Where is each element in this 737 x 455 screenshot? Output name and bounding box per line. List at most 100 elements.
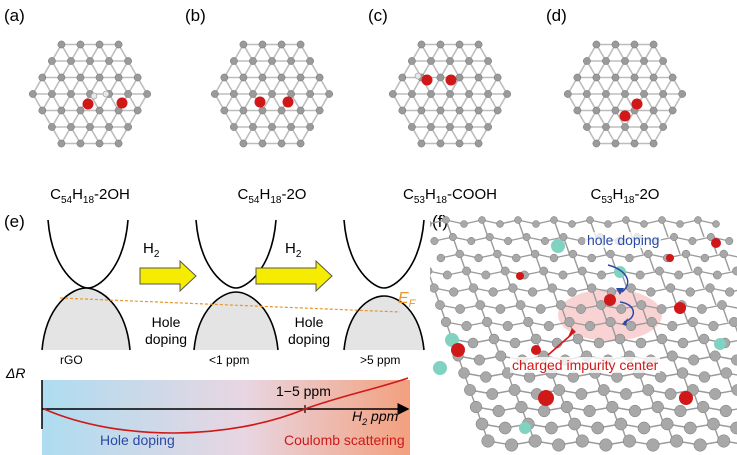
carbon-atom (76, 106, 85, 115)
carbon-atom (430, 267, 433, 275)
carbon-atom (95, 40, 104, 49)
hydrogen-atom (414, 72, 422, 80)
hole-doping-region-label: Hole doping (100, 432, 175, 448)
carbon-atom (478, 216, 486, 224)
carbon-atom (592, 73, 601, 82)
valence-band-1 (41, 287, 131, 351)
carbon-atom (611, 106, 620, 115)
carbon-atom (239, 40, 248, 49)
carbon-atom (114, 40, 123, 49)
carbon-atom (523, 316, 534, 328)
carbon-atom (583, 123, 591, 131)
carbon-atom (646, 316, 657, 328)
carbon-atom (640, 220, 648, 228)
carbon-atom (38, 106, 47, 115)
carbon-atom (730, 421, 737, 435)
carbon-atom (708, 320, 719, 332)
carbon-atom (558, 270, 568, 280)
carbon-atom (676, 220, 684, 228)
valence-band-3 (343, 295, 425, 351)
fermi-level-label: EF (398, 290, 416, 311)
carbon-atom (315, 106, 324, 115)
carbon-atom (38, 73, 47, 82)
oxygen-atom (538, 390, 554, 406)
stage-label-rgo: rGO (60, 353, 83, 367)
carbon-atom (124, 57, 132, 65)
delta-r-axis-label: ΔR (6, 365, 26, 381)
carbon-atom (67, 57, 75, 65)
carbon-atom (473, 354, 485, 366)
carbon-atom (505, 438, 519, 452)
carbon-atom (642, 384, 655, 396)
carbon-atom (455, 139, 464, 148)
carbon-atom (398, 106, 407, 115)
carbon-atom (464, 384, 476, 396)
hydrogen-atom (102, 90, 110, 98)
carbon-atom (67, 90, 75, 98)
hole-doping-annotation: hole doping (585, 232, 662, 248)
panel-a-label: (a) (4, 6, 25, 25)
carbon-atom (509, 337, 521, 349)
carbon-atom (514, 216, 522, 224)
h2-ppm-axis-label: H2 ppm (352, 408, 399, 427)
carbon-atom (630, 40, 639, 49)
conduction-band-3 (343, 219, 425, 289)
carbon-atom (620, 388, 632, 400)
carbon-atom (287, 90, 295, 98)
carbon-atom (547, 283, 557, 293)
carbon-atom (455, 40, 464, 49)
carbon-atom (688, 354, 700, 366)
carbon-atom (670, 434, 684, 448)
carbon-atom (462, 266, 471, 276)
carbon-atom (133, 106, 142, 115)
carbon-atom (614, 417, 628, 431)
valence-fill-2 (194, 292, 278, 350)
carbon-atom (455, 106, 464, 115)
carbon-atom (455, 249, 464, 259)
carbon-atom (596, 300, 606, 310)
carbon-atom (427, 57, 435, 65)
carbon-atom (725, 287, 735, 297)
carbon-atom (475, 300, 486, 310)
carbon-atom (674, 270, 684, 280)
carbon-atom (277, 106, 286, 115)
carbon-atom (676, 367, 689, 379)
carbon-atom (649, 73, 658, 82)
carbon-atom (698, 333, 710, 345)
h2-arrow-label-1: H2 (143, 240, 160, 260)
carbon-atom (611, 139, 620, 148)
cyan-atom (551, 239, 565, 253)
h2-arrow-label-2: H2 (285, 240, 302, 260)
carbon-atom (630, 139, 639, 148)
carbon-atom (306, 57, 314, 65)
carbon-atom (455, 73, 464, 82)
carbon-atom (296, 40, 305, 49)
carbon-atom (496, 220, 504, 228)
carbon-atom (48, 57, 56, 65)
carbon-atom (436, 40, 445, 49)
carbon-atom (480, 371, 492, 383)
carbon-atom (656, 304, 667, 314)
carbon-atom (586, 216, 594, 224)
carbon-atom (114, 73, 123, 82)
carbon-atom (495, 304, 506, 314)
carbon-atom (430, 220, 432, 228)
carbon-atom (277, 40, 286, 49)
conduction-band-2 (195, 219, 277, 289)
carbon-atom (725, 237, 734, 245)
carbon-atom (488, 287, 498, 297)
carbon-atom (602, 123, 610, 131)
carbon-atom (606, 249, 615, 259)
carbon-atom (287, 57, 295, 65)
carbon-atom (492, 404, 505, 418)
carbon-atom (560, 400, 573, 414)
carbon-atom (512, 253, 521, 263)
conduction-band-1 (47, 219, 129, 289)
carbon-atom (592, 139, 601, 148)
carbon-atom (576, 304, 586, 314)
carbon-atom (584, 320, 596, 332)
carbon-atom (709, 388, 722, 400)
carbon-atom (446, 90, 454, 98)
carbon-atom (220, 73, 229, 82)
